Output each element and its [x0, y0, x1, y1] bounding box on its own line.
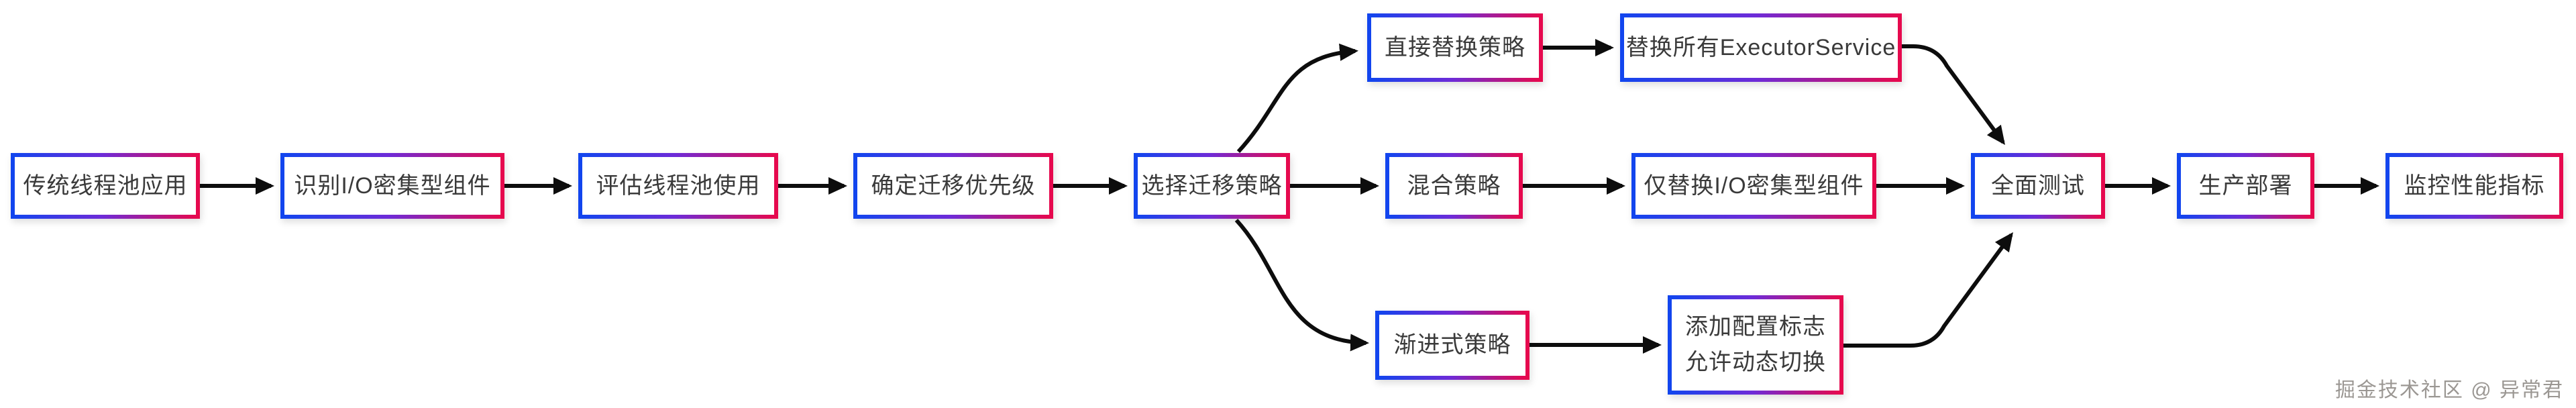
node-label: 确定迁移优先级 [871, 172, 1036, 199]
edge-replace-all-to-testing [1902, 44, 2005, 146]
edge-strategy-to-direct [1236, 43, 1358, 154]
node-evaluate-threadpool-usage: 评估线程池使用 [578, 153, 778, 219]
node-determine-migration-priority: 确定迁移优先级 [853, 153, 1053, 219]
node-progressive-strategy: 渐进式策略 [1375, 311, 1529, 380]
node-label: 添加配置标志 允许动态切换 [1685, 314, 1826, 375]
node-hybrid-strategy: 混合策略 [1385, 153, 1523, 219]
node-replace-all-executorservice: 替换所有ExecutorService [1620, 13, 1902, 82]
node-label: 生产部署 [2198, 172, 2293, 199]
node-label: 替换所有ExecutorService [1625, 34, 1896, 60]
node-label: 传统线程池应用 [23, 172, 188, 199]
node-traditional-threadpool-app: 传统线程池应用 [11, 153, 200, 219]
watermark: 掘金技术社区 @ 异常君 [2334, 379, 2564, 401]
node-direct-replacement-strategy: 直接替换策略 [1367, 13, 1543, 82]
edge-config-flag-to-testing [1843, 232, 2013, 348]
node-label: 直接替换策略 [1385, 34, 1525, 60]
node-label: 全面测试 [1991, 172, 2085, 199]
node-label: 评估线程池使用 [596, 172, 761, 199]
node-choose-migration-strategy: 选择迁移策略 [1134, 153, 1290, 219]
node-label: 混合策略 [1407, 172, 1501, 199]
node-label: 识别I/O密集型组件 [294, 172, 491, 199]
node-label: 监控性能指标 [2404, 172, 2545, 199]
node-production-deployment: 生产部署 [2177, 153, 2314, 219]
node-add-config-flag-dynamic-switch: 添加配置标志 允许动态切换 [1668, 295, 1843, 395]
node-monitor-performance-metrics: 监控性能指标 [2385, 153, 2563, 219]
node-comprehensive-testing: 全面测试 [1971, 153, 2105, 219]
node-label: 渐进式策略 [1393, 332, 1511, 358]
edge-strategy-to-progressive [1234, 218, 1369, 352]
node-label: 选择迁移策略 [1141, 172, 1283, 199]
node-replace-only-io-intensive: 仅替换I/O密集型组件 [1631, 153, 1876, 219]
node-label: 仅替换I/O密集型组件 [1644, 172, 1864, 199]
node-identify-io-intensive-components: 识别I/O密集型组件 [280, 153, 504, 219]
